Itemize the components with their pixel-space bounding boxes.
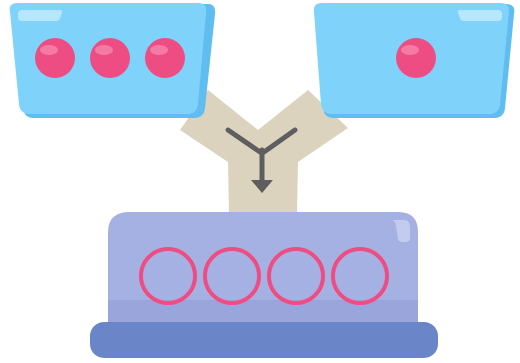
left-tray-dots (35, 38, 185, 78)
tray-dot (396, 38, 436, 78)
empty-slot (203, 247, 261, 305)
empty-slot (139, 247, 197, 305)
result-container-base (90, 322, 438, 358)
tray-dot (145, 38, 185, 78)
merge-funnel (180, 90, 348, 214)
tray-dot (90, 38, 130, 78)
right-tray-dots (396, 38, 436, 78)
right-tray (313, 3, 515, 118)
right-tray-shine (457, 10, 502, 21)
empty-slot (331, 247, 389, 305)
left-tray (9, 3, 216, 118)
result-container (90, 212, 438, 358)
result-container-slots (139, 247, 389, 305)
left-tray-shine (18, 10, 63, 21)
empty-slot (267, 247, 325, 305)
merge-arrow-icon (225, 127, 298, 193)
tray-dot (35, 38, 75, 78)
result-container-shadow (108, 300, 418, 326)
result-container-shine (392, 220, 410, 242)
